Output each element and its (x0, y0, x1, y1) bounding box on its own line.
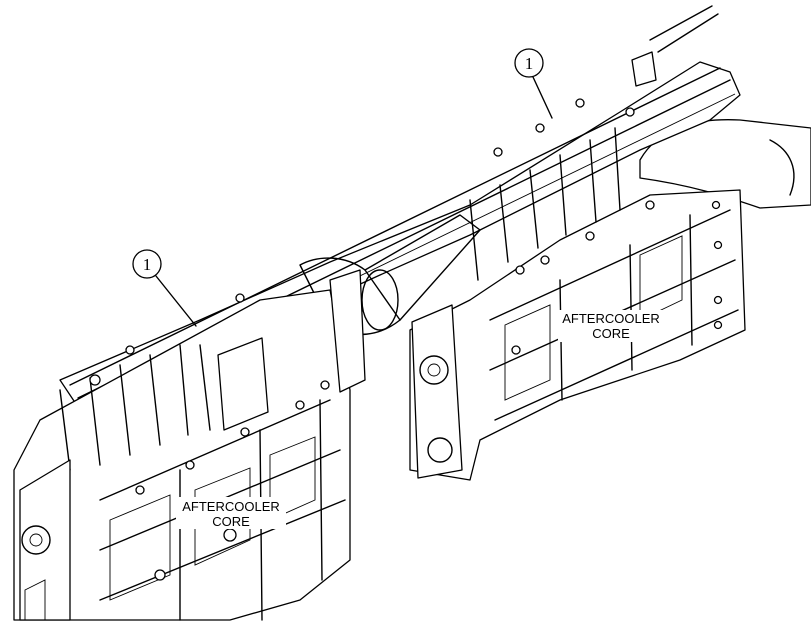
callout-1-left-number: 1 (143, 255, 152, 274)
callout-1-upper-circle (514, 48, 544, 78)
callout-1-upper: 1 (514, 48, 553, 119)
inlet-tube (639, 5, 811, 209)
left-aftercooler (13, 269, 366, 621)
right-core-label-line1: AFTERCOOLER (562, 311, 660, 326)
left-core-label-line1: AFTERCOOLER (182, 499, 280, 514)
label-left-aftercooler-core: AFTERCOOLER CORE (176, 497, 286, 529)
label-right-aftercooler-core: AFTERCOOLER CORE (558, 310, 666, 342)
callout-1-upper-number: 1 (525, 54, 534, 73)
callout-1-left-circle (132, 249, 162, 279)
right-core-label-line2: CORE (592, 326, 630, 341)
callout-1-left: 1 (132, 249, 197, 327)
left-core-label-line2: CORE (212, 514, 250, 529)
